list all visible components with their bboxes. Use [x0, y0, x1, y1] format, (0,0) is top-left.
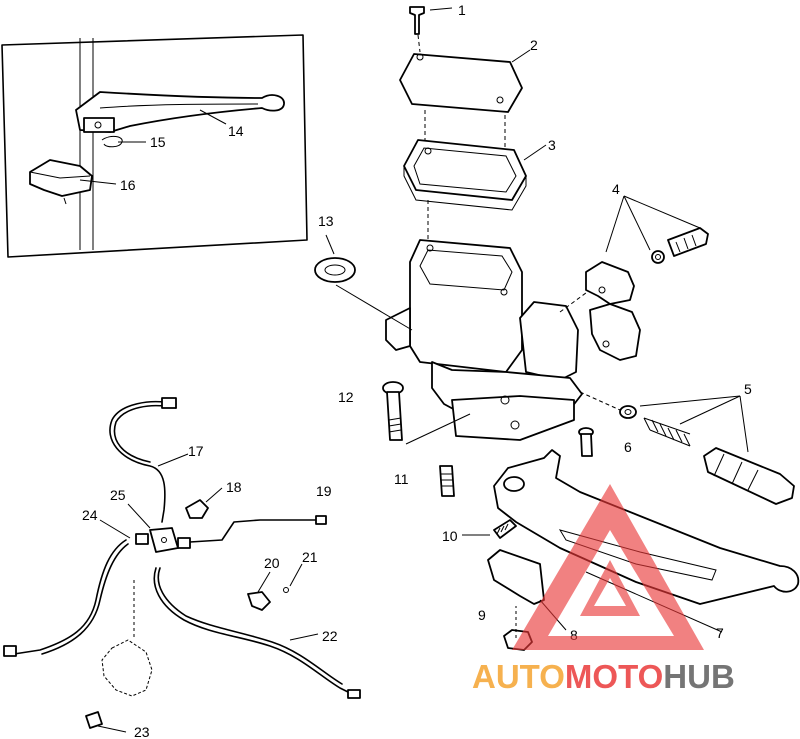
- callout-7: 7: [716, 625, 724, 641]
- callout-13: 13: [318, 213, 334, 229]
- brake-line-19: [189, 519, 321, 543]
- banjo-fitting: [185, 499, 209, 519]
- junction-block: [149, 527, 179, 553]
- piston: [703, 447, 795, 505]
- callout-16: 16: [120, 177, 136, 193]
- callout-3: 3: [548, 137, 556, 153]
- diaphragm: [403, 139, 527, 201]
- cover-screw: [409, 6, 425, 35]
- clamp-screw: [667, 227, 709, 257]
- callout-18: 18: [226, 479, 242, 495]
- callout-12: 12: [338, 389, 354, 405]
- callout-4: 4: [612, 181, 620, 197]
- watermark-word-hub: HUB: [663, 658, 735, 695]
- brake-line-22: [153, 567, 353, 695]
- callout-24: 24: [82, 507, 98, 523]
- inset-panel: [1, 34, 308, 258]
- brake-line-24: [13, 539, 127, 655]
- callout-8: 8: [570, 627, 578, 643]
- callout-labels: 1 2 3 4 5 6 7 8 9 10 11 12 13 14 15 16 1…: [82, 2, 752, 739]
- master-cylinder-assembly: [325, 6, 621, 441]
- callout-2: 2: [530, 37, 538, 53]
- boot-seal: [314, 257, 356, 283]
- callout-1: 1: [458, 2, 466, 18]
- callout-20: 20: [264, 555, 280, 571]
- callout-23: 23: [134, 724, 150, 739]
- pivot-bolt: [382, 381, 471, 445]
- callout-5: 5: [744, 381, 752, 397]
- watermark-triangle: [512, 484, 704, 650]
- watermark-word-auto: AUTO: [472, 658, 565, 695]
- reservoir-cover: [399, 53, 523, 113]
- callout-22: 22: [322, 628, 338, 644]
- callout-10: 10: [442, 528, 458, 544]
- clip: [247, 591, 271, 611]
- callout-9: 9: [478, 607, 486, 623]
- reservoir-body: [409, 239, 523, 373]
- svg-text:AUTOMOTOHUB: AUTOMOTOHUB: [472, 658, 735, 695]
- callout-21: 21: [302, 549, 318, 565]
- bleeder-screw: [85, 711, 103, 729]
- brake-line-17: [109, 400, 177, 523]
- brake-lever-inset: [75, 91, 285, 133]
- brake-lines: [3, 397, 361, 733]
- handlebar-clamp: [585, 195, 709, 361]
- lever-bolt: [578, 427, 594, 457]
- watermark-logo: AUTOMOTOHUB: [472, 484, 735, 695]
- callout-19: 19: [316, 483, 332, 499]
- piston-kit: [619, 395, 795, 505]
- callout-14: 14: [228, 123, 244, 139]
- callout-17: 17: [188, 443, 204, 459]
- watermark-word-moto: MOTO: [565, 658, 663, 695]
- callout-15: 15: [150, 134, 166, 150]
- callout-11: 11: [394, 471, 409, 487]
- set-screw: [439, 465, 455, 497]
- callout-25: 25: [110, 487, 126, 503]
- callout-6: 6: [624, 439, 632, 455]
